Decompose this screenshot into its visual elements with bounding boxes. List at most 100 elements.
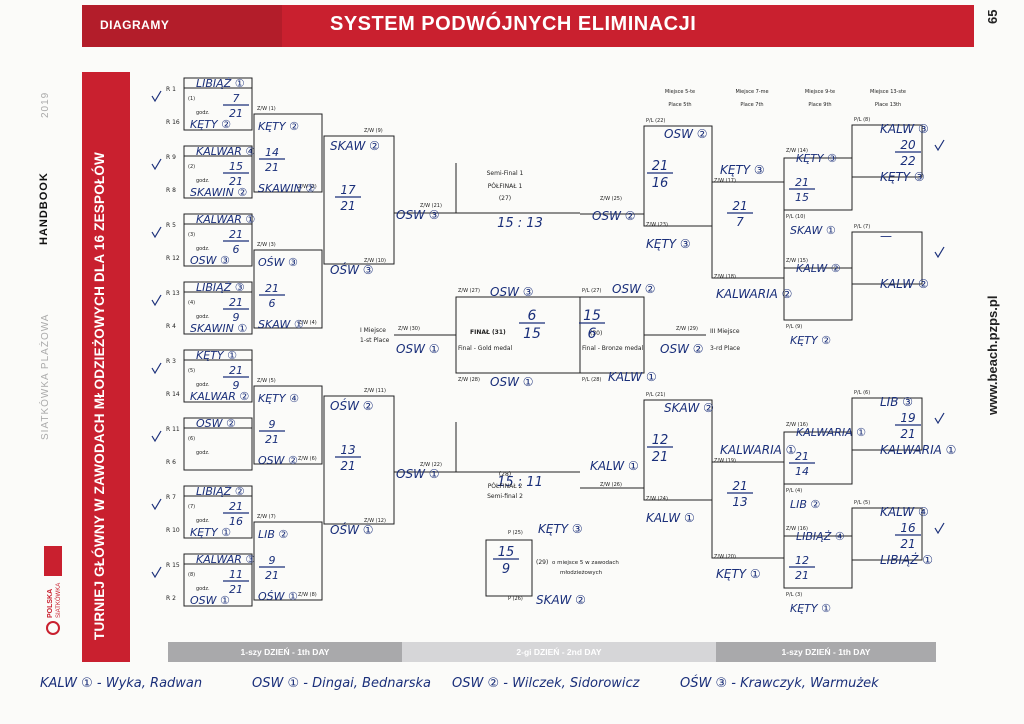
r2-match-box [253,521,323,601]
seed-label: R 3 [166,358,176,365]
p9-score-bottom: 15 [795,191,809,204]
r1-match-box [183,281,253,335]
seed-label: R 4 [166,323,176,330]
seed-label: R 5 [166,222,176,229]
wl-label: Z/W (16) [786,422,808,428]
seed-label: R 10 [166,527,180,534]
r1-team: SKAWIN ② [190,186,247,199]
r1-score-bottom: 6 [233,243,240,256]
r1-team: KALWAR ② [190,390,249,403]
final-score-bottom: 15 [523,326,541,342]
r3-team: OŚW ③ [330,262,374,277]
semi-title: Semi-Final 1 [487,170,524,177]
r2-match-box [253,249,323,329]
fifth-title: młodzieżowych [560,570,603,576]
r1-match-box [183,553,253,607]
bronze-score-top: 15 [583,308,601,324]
wl-label: P/L (3) [786,592,802,598]
legend-2: OSW ① - Dingai, Bednarska [252,676,432,691]
federation-logo: POLSKA SIATKÓWKA [44,546,62,635]
fifth-playoff-team: KĘTY ③ [538,522,583,536]
fifth-score-bottom: 9 [502,562,510,577]
match-number: (6) [188,436,195,442]
right-team: KALW ① [646,511,695,525]
p13-score-bottom: 22 [900,154,915,168]
check-mark [151,566,162,579]
p9-score-top: 12 [795,554,809,567]
seed-label: R 9 [166,154,176,161]
wl-label: Z/W (10) [364,258,386,264]
sidebar-red-band [82,72,130,662]
p13-score-bottom: 21 [900,537,915,551]
p13-score-top: 19 [900,411,915,425]
bronze-number: (30) [590,330,602,337]
wl-label: P/L (7) [854,224,870,230]
seed-label: R 12 [166,255,180,262]
r1-team: KALWAR ③ [196,553,255,566]
final-team: OSW ③ [490,285,534,299]
final-score-top: 6 [528,308,537,324]
legend-4: OŚW ③ - Krawczyk, Warmużek [680,676,879,691]
p5-team: KALWARIA ① [720,443,796,457]
bronze-team: KALW ① [608,370,657,384]
r1-score-bottom: 21 [229,107,243,120]
right-score-top: 12 [652,433,669,448]
seed-label: R 16 [166,119,180,126]
p13-box [851,231,923,285]
legend-3: OSW ② - Wilczek, Sidorowicz [452,676,640,691]
semi-number: (28) [499,471,511,478]
fifth-title: o miejsce 5 w zawodach [552,560,619,566]
wl-label: Z/W (11) [364,388,386,394]
r2-score-top: 21 [265,282,279,295]
check-mark [151,226,162,239]
right-score-top: 21 [652,159,669,174]
r1-team: SKAWIN ① [190,322,247,335]
r3-match-box [323,395,395,525]
seed-label: R 1 [166,86,176,93]
r2-score-bottom: 21 [265,433,279,446]
bronze-subtitle: Final - Bronze medal [582,345,644,352]
check-mark [934,139,945,152]
wl-label: P/L (6) [854,390,870,396]
place-subheader: Place 7th [740,102,763,108]
wl-label: Z/W (17) [714,178,736,184]
r3-team: OŚW ② [330,398,374,413]
time-label: godz. [196,586,210,592]
bronze-title: III Miejsce [710,328,740,335]
wl-label: Z/W (23) [646,222,668,228]
wl-label: Z/W (4) [298,320,317,326]
final-title: FINAŁ (31) [470,329,506,336]
match-number: (8) [188,572,195,578]
p9-team: LIBIĄŻ ④ [796,530,845,543]
wl-label: P/L (22) [646,118,665,124]
place-header: Miejsce 7-me [735,89,768,95]
r2-score-top: 9 [269,554,276,567]
r1-team: KĘTY ① [196,349,237,362]
match-number: (7) [188,504,195,510]
place-subheader: Place 5th [668,102,691,108]
match-number: (4) [188,300,195,306]
r3-match-box [323,135,395,265]
r1-team: OSW ① [190,594,230,607]
place-subheader: Place 9th [808,102,831,108]
wl-label: Z/W (26) [600,482,622,488]
r3-score-bottom: 21 [340,459,355,473]
wl-label: P/L (8) [854,117,870,123]
fifth-team: KALW ① [590,459,639,473]
wl-label: Z/W (5) [257,378,276,384]
r3-score-top: 17 [340,183,356,197]
r1-team: KALWAR ① [196,213,255,226]
seed-label: R 14 [166,391,180,398]
semi-title: PÓŁFINAŁ 2 [488,483,523,490]
r1-score-top: 7 [233,92,240,105]
place-header: Miejsce 13-ste [870,89,906,95]
right-match-box [643,399,713,501]
r2-score-top: 14 [265,146,279,159]
p9-score-top: 21 [795,450,809,463]
p9-team: LIB ② [790,498,820,511]
p9-team: KĘTY ① [790,602,831,615]
fifth-playoff-box [485,539,533,597]
place-header: Miejsce 5-te [665,89,695,95]
check-mark [151,158,162,171]
p9-score-bottom: 21 [795,569,809,582]
